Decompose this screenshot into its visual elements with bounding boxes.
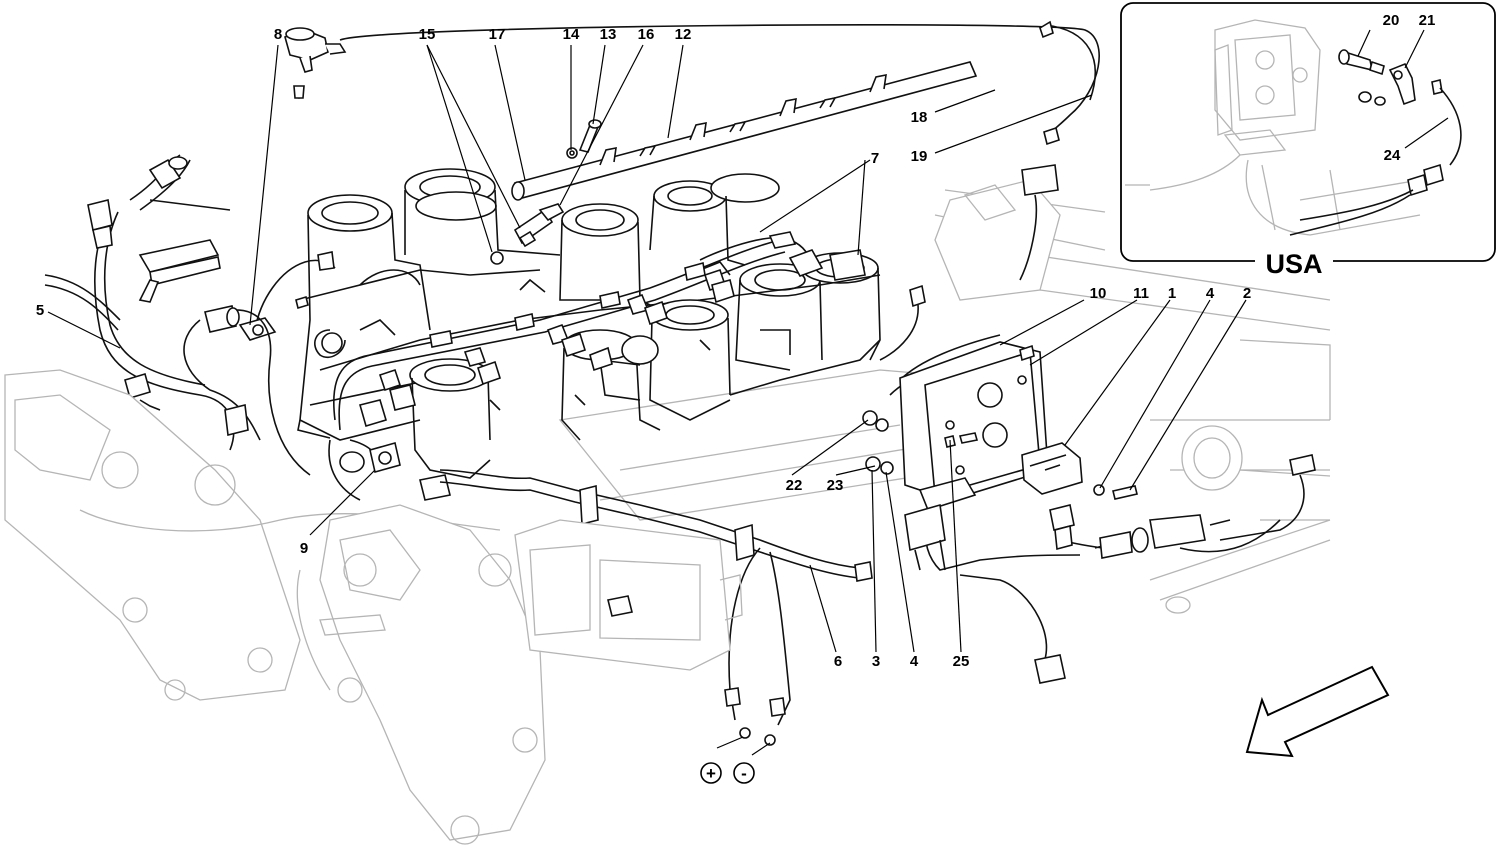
callout-22: 22 [786, 477, 803, 494]
callout-14: 14 [563, 26, 580, 43]
right-parts [1094, 454, 1316, 559]
fuel-rail [284, 20, 1100, 265]
callout-12: 12 [675, 26, 692, 43]
callout-17: 17 [489, 26, 506, 43]
callout-16: 16 [638, 26, 655, 43]
negative-terminal-sign: - [741, 764, 747, 783]
callout-7: 7 [871, 150, 879, 167]
callout-labels: 8 15 17 14 13 16 12 18 19 7 5 9 10 11 1 … [36, 12, 1436, 670]
callout-18: 18 [911, 109, 928, 126]
inset-frame [1120, 2, 1496, 262]
callout-21: 21 [1419, 12, 1436, 29]
brackets [4, 369, 743, 845]
usa-inset [1120, 2, 1496, 262]
callout-2: 2 [1243, 285, 1251, 302]
positive-terminal: + [700, 762, 722, 784]
callout-9: 9 [300, 540, 308, 557]
callout-5: 5 [36, 302, 44, 319]
callout-19: 19 [911, 148, 928, 165]
leader-lines [47, 29, 1449, 756]
callout-6: 6 [834, 653, 842, 670]
callout-8: 8 [274, 26, 282, 43]
ecu-assembly [862, 341, 1138, 571]
callout-3: 3 [872, 653, 880, 670]
callout-13: 13 [600, 26, 617, 43]
wiring-harness [44, 154, 1121, 746]
callout-10: 10 [1090, 285, 1107, 302]
callout-4a: 4 [1206, 285, 1215, 302]
callout-11: 11 [1133, 285, 1149, 302]
callout-25: 25 [953, 653, 970, 670]
arrow-icon [1245, 665, 1390, 758]
positive-terminal-sign: + [706, 764, 716, 783]
callout-23: 23 [827, 477, 844, 494]
callout-20: 20 [1383, 12, 1400, 29]
negative-terminal: - [733, 762, 755, 784]
intake-manifold [295, 168, 881, 479]
callout-4b: 4 [910, 653, 919, 670]
callout-24: 24 [1384, 147, 1401, 164]
callout-1: 1 [1168, 285, 1176, 302]
callout-15: 15 [419, 26, 436, 43]
usa-label: USA [1265, 249, 1322, 279]
